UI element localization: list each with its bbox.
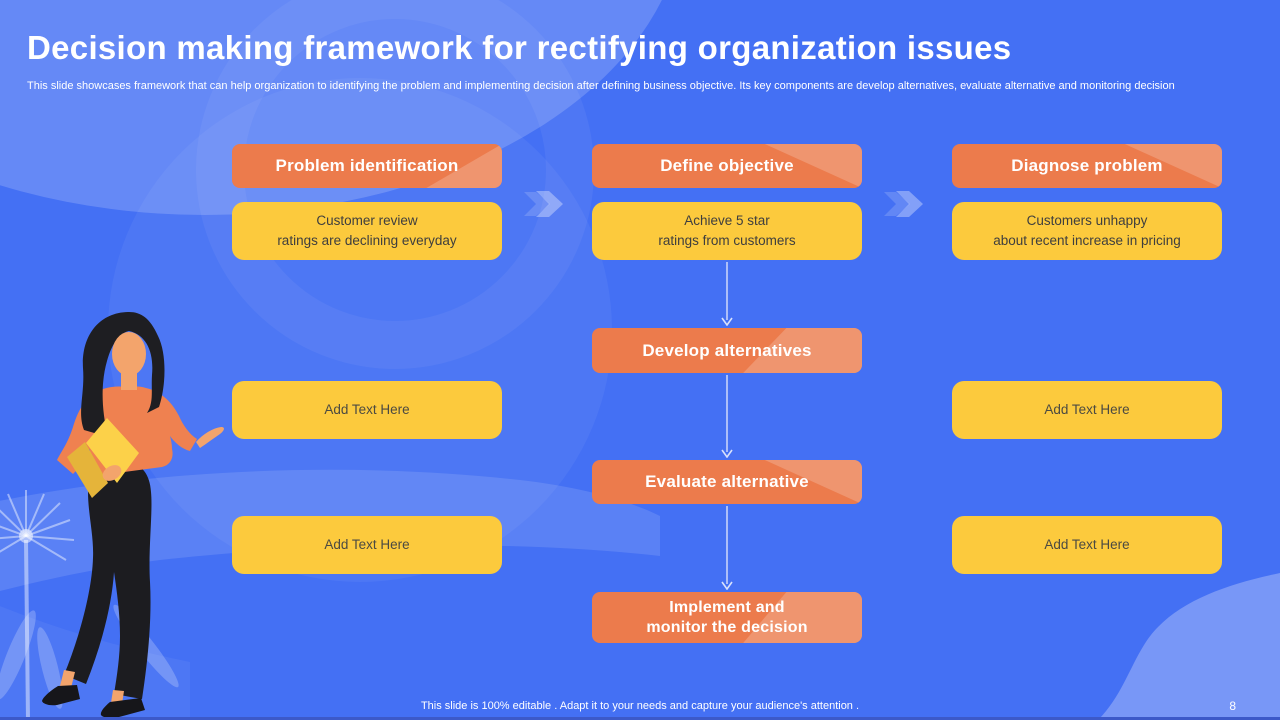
presenter-illustration xyxy=(42,312,224,719)
footer-note: This slide is 100% editable . Adapt it t… xyxy=(420,700,860,712)
body-problem-identification: Customer review ratings are declining ev… xyxy=(232,202,502,260)
chevron-right-icon xyxy=(524,191,563,217)
chevron-right-icon xyxy=(884,191,923,217)
down-arrow-connector xyxy=(721,375,733,458)
dandelion-decoration xyxy=(0,490,75,720)
bottom-edge-bar xyxy=(0,717,1280,720)
body-diagnose-problem: Customers unhappy about recent increase … xyxy=(952,202,1222,260)
flow-step-implement-monitor: Implement and monitor the decision xyxy=(592,592,862,643)
body-define-objective: Achieve 5 star ratings from customers xyxy=(592,202,862,260)
down-arrow-connector xyxy=(721,262,733,326)
placeholder-right-1[interactable]: Add Text Here xyxy=(952,381,1222,439)
slide-description: This slide showcases framework that can … xyxy=(27,80,1175,92)
flow-step-evaluate-alternative: Evaluate alternative xyxy=(592,460,862,504)
flow-step-develop-alternatives: Develop alternatives xyxy=(592,328,862,373)
header-define-objective: Define objective xyxy=(592,144,862,188)
header-problem-identification: Problem identification xyxy=(232,144,502,188)
corner-blob-decoration xyxy=(1098,573,1280,720)
placeholder-left-1[interactable]: Add Text Here xyxy=(232,381,502,439)
placeholder-left-2[interactable]: Add Text Here xyxy=(232,516,502,574)
slide-title: Decision making framework for rectifying… xyxy=(27,29,1012,66)
placeholder-right-2[interactable]: Add Text Here xyxy=(952,516,1222,574)
down-arrow-connector xyxy=(721,506,733,590)
header-diagnose-problem: Diagnose problem xyxy=(952,144,1222,188)
page-number: 8 xyxy=(1229,699,1236,713)
